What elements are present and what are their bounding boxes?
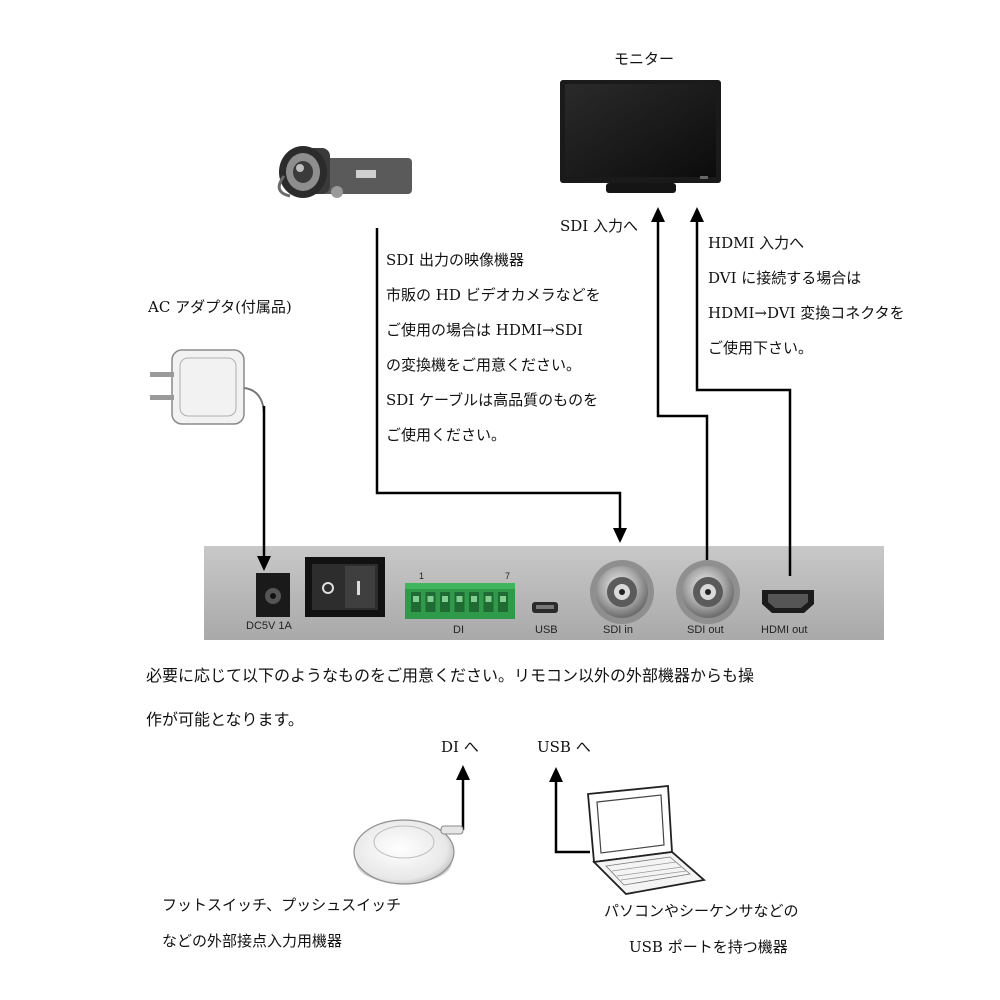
camera-desc-line: の変換機をご用意ください。 bbox=[386, 356, 582, 374]
hdmi-desc-line: HDMI→DVI 変換コネクタを bbox=[708, 304, 905, 322]
sdi-out-to-monitor-line bbox=[656, 222, 709, 560]
note-line-2: 作が可能となります。 bbox=[146, 710, 304, 729]
sdi-out-bnc bbox=[676, 560, 740, 624]
di-terminal-screw bbox=[456, 596, 463, 602]
ac-adapter-icon bbox=[150, 349, 265, 425]
arrow-to-sdi-in bbox=[613, 528, 627, 543]
sdi-in-bnc bbox=[590, 560, 654, 624]
pc-to-usb-line bbox=[554, 782, 590, 854]
foot-switch-icon bbox=[353, 819, 464, 885]
di-pin-1-label: 1 bbox=[419, 571, 425, 581]
di-terminal-screw bbox=[413, 596, 419, 602]
usb-port-label: USB bbox=[535, 624, 558, 636]
arrow-to-usb bbox=[549, 767, 563, 782]
camera-desc-line: ご使用ください。 bbox=[386, 426, 507, 444]
foot-switch-description: フットスイッチ、プッシュスイッチ などの外部接点入力用機器 bbox=[162, 898, 401, 949]
sdi-out-label: SDI out bbox=[687, 624, 724, 636]
hdmi-desc-line: DVI に接続する場合は bbox=[708, 269, 862, 287]
hdmi-input-description: HDMI 入力へ DVI に接続する場合は HDMI→DVI 変換コネクタを ご… bbox=[708, 236, 905, 356]
foot-switch-desc-line: フットスイッチ、プッシュスイッチ bbox=[162, 896, 402, 914]
di-terminal-screw bbox=[500, 596, 506, 602]
camera-description: SDI 出力の映像機器 市販の HD ビデオカメラなどを ご使用の場合は HDM… bbox=[386, 253, 601, 443]
hdmi-out-to-monitor-line bbox=[695, 222, 792, 576]
arrow-to-dc-jack bbox=[257, 556, 271, 571]
camera-desc-line: SDI 出力の映像機器 bbox=[386, 251, 524, 269]
connection-lines bbox=[262, 222, 792, 854]
di-pin-7-label: 7 bbox=[505, 571, 511, 581]
arrow-to-monitor-hdmi bbox=[690, 207, 704, 222]
camera-desc-line: ご使用の場合は HDMI→SDI bbox=[386, 321, 583, 339]
foot-switch-desc-line: などの外部接点入力用機器 bbox=[162, 932, 343, 950]
pc-desc-line: USB ポートを持つ機器 bbox=[629, 938, 788, 956]
hdmi-desc-line: ご使用下さい。 bbox=[708, 339, 814, 357]
pc-desc-line: パソコンやシーケンサなどの bbox=[604, 902, 799, 920]
sdi-input-label: SDI 入力へ bbox=[560, 217, 638, 235]
monitor-icon bbox=[560, 80, 721, 193]
laptop-icon bbox=[587, 785, 707, 895]
ac-adapter-label: AC アダプタ(付属品) bbox=[148, 298, 292, 316]
note-line-1: 必要に応じて以下のようなものをご用意ください。リモコン以外の外部機器からも操 bbox=[146, 666, 755, 685]
arrow-to-di bbox=[456, 765, 470, 780]
dc-jack-label: DC5V 1A bbox=[246, 620, 292, 632]
di-terminal-screw bbox=[471, 596, 477, 602]
hdmi-out-label: HDMI out bbox=[761, 624, 808, 636]
camcorder-icon bbox=[277, 146, 412, 198]
di-terminal-screw bbox=[442, 596, 448, 602]
hdmi-out-port bbox=[762, 590, 814, 613]
di-terminal-screw bbox=[427, 596, 434, 602]
usb-target-label: USB へ bbox=[537, 738, 591, 756]
arrow-to-monitor-sdi bbox=[651, 207, 665, 222]
sdi-in-label: SDI in bbox=[603, 624, 633, 636]
di-terminal-screw bbox=[485, 596, 492, 602]
di-target-label: DI へ bbox=[441, 738, 479, 756]
di-port-label: DI bbox=[453, 624, 464, 636]
arrowheads bbox=[257, 207, 704, 782]
camera-desc-line: 市販の HD ビデオカメラなどを bbox=[386, 286, 601, 304]
hdmi-desc-line: HDMI 入力へ bbox=[708, 234, 805, 252]
camera-desc-line: SDI ケーブルは高品質のものを bbox=[386, 391, 599, 409]
camera-to-sdi-in-line bbox=[375, 228, 622, 528]
monitor-label: モニター bbox=[614, 50, 675, 68]
device-rear-panel bbox=[204, 546, 884, 640]
